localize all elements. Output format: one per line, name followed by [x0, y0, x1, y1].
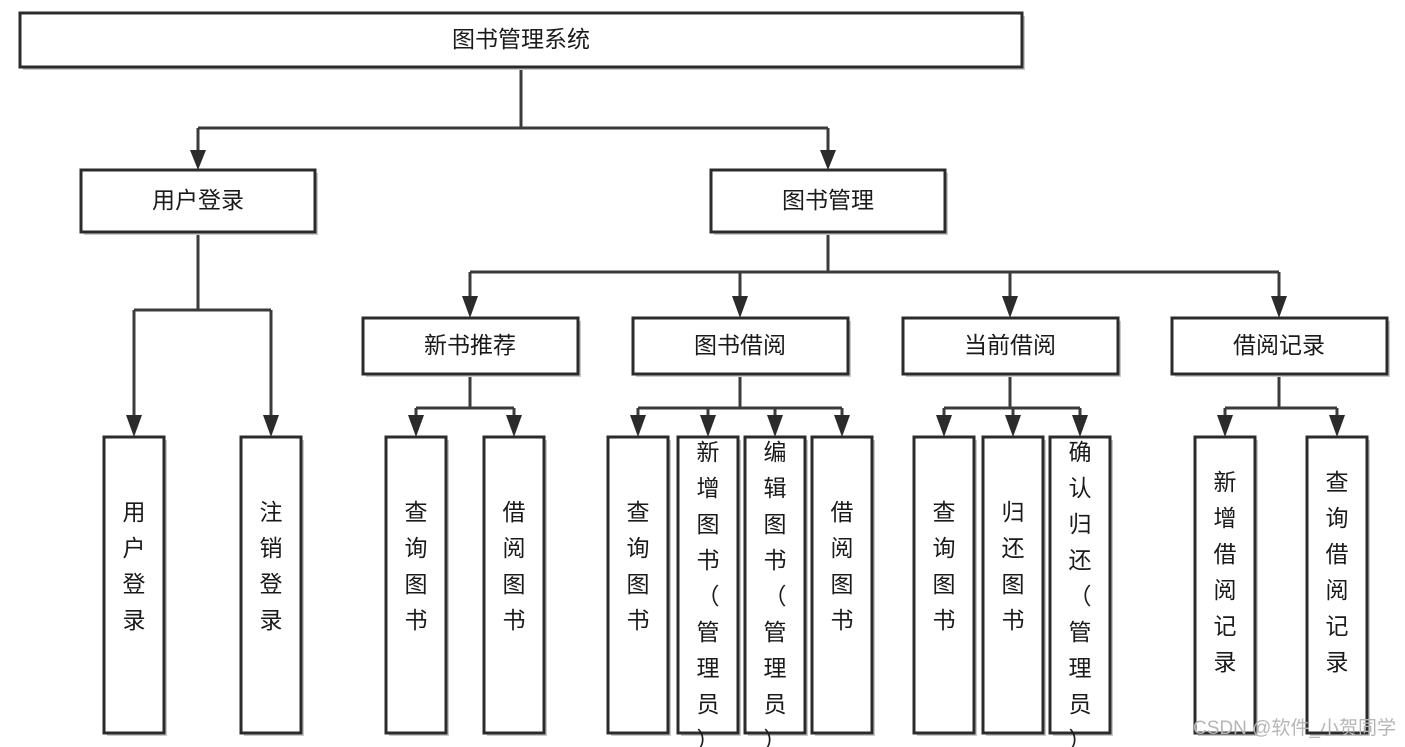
node-book-borrow-label: 图书借阅 — [694, 332, 786, 358]
node-leaf-confirm-return[interactable]: 确认归还（管理员） — [1048, 435, 1113, 747]
arrow-leaf-query-book-3 — [936, 415, 952, 437]
arrow-leaf-user-login — [126, 415, 142, 437]
node-borrow-record[interactable]: 借阅记录 — [1170, 316, 1390, 377]
node-current-borrow-label: 当前借阅 — [964, 332, 1056, 358]
arrow-to-borrow-record — [1271, 296, 1287, 318]
arrow-leaf-query-book-1 — [408, 415, 424, 437]
node-leaf-return-book-label: 归还图书 — [1002, 499, 1025, 633]
node-book-manage-label: 图书管理 — [782, 187, 874, 213]
node-leaf-user-login[interactable]: 用户登录 — [102, 435, 167, 736]
node-leaf-confirm-return-label: 确认归还（管理员） — [1069, 439, 1092, 747]
arrow-to-new-book — [462, 296, 478, 318]
arrow-leaf-borrow-book-2 — [834, 415, 850, 437]
node-leaf-add-borrow-record-label: 新增借阅记录 — [1214, 469, 1237, 675]
connector-layer — [126, 67, 1345, 437]
arrow-leaf-edit-book — [767, 415, 783, 437]
node-current-borrow[interactable]: 当前借阅 — [901, 316, 1121, 377]
node-leaf-add-borrow-record[interactable]: 新增借阅记录 — [1193, 435, 1258, 736]
arrow-leaf-add-borrow-record — [1217, 415, 1233, 437]
node-book-borrow[interactable]: 图书借阅 — [631, 316, 851, 377]
arrow-leaf-query-borrow-record — [1329, 415, 1345, 437]
arrow-to-user-login — [190, 150, 206, 170]
node-leaf-borrow-book-2-label: 借阅图书 — [831, 499, 854, 633]
node-leaf-add-book-label: 新增图书（管理员） — [697, 439, 720, 747]
node-leaf-borrow-book-2[interactable]: 借阅图书 — [810, 435, 875, 736]
node-leaf-return-book[interactable]: 归还图书 — [981, 435, 1046, 736]
arrow-leaf-confirm-return — [1072, 415, 1088, 437]
node-user-login[interactable]: 用户登录 — [79, 168, 318, 235]
node-leaf-edit-book-label: 编辑图书（管理员） — [764, 439, 787, 747]
node-borrow-record-label: 借阅记录 — [1233, 332, 1325, 358]
node-leaf-query-borrow-record[interactable]: 查询借阅记录 — [1305, 435, 1370, 736]
node-leaf-query-book-1[interactable]: 查询图书 — [384, 435, 449, 736]
node-leaf-query-book-2-label: 查询图书 — [627, 499, 650, 633]
node-leaf-user-logout[interactable]: 注销登录 — [239, 435, 304, 736]
node-root-label: 图书管理系统 — [452, 26, 590, 52]
arrow-leaf-add-book — [700, 415, 716, 437]
node-leaf-query-book-3[interactable]: 查询图书 — [912, 435, 977, 736]
node-book-manage[interactable]: 图书管理 — [709, 168, 948, 235]
node-leaf-user-login-label: 用户登录 — [123, 499, 146, 633]
arrow-leaf-user-logout — [263, 415, 279, 437]
node-new-book-recommend[interactable]: 新书推荐 — [361, 316, 581, 377]
arrow-to-book-borrow — [732, 296, 748, 318]
node-new-book-recommend-label: 新书推荐 — [424, 332, 516, 358]
node-leaf-borrow-book-1-label: 借阅图书 — [503, 499, 526, 633]
node-root[interactable]: 图书管理系统 — [18, 11, 1025, 70]
node-leaf-query-book-1-label: 查询图书 — [405, 499, 428, 633]
node-leaf-add-book[interactable]: 新增图书（管理员） — [676, 435, 741, 747]
node-leaf-query-borrow-record-label: 查询借阅记录 — [1326, 469, 1349, 675]
node-leaf-user-logout-label: 注销登录 — [260, 499, 283, 633]
arrow-to-current-borrow — [1002, 296, 1018, 318]
node-user-login-label: 用户登录 — [152, 187, 244, 213]
arrow-leaf-return-book — [1005, 415, 1021, 437]
csdn-watermark: CSDN @软件_小贺同学 — [1193, 717, 1396, 739]
node-leaf-query-book-3-label: 查询图书 — [933, 499, 956, 633]
arrow-to-book-manage — [820, 150, 836, 170]
node-leaf-borrow-book-1[interactable]: 借阅图书 — [482, 435, 547, 736]
node-leaf-query-book-2[interactable]: 查询图书 — [606, 435, 671, 736]
node-leaf-edit-book[interactable]: 编辑图书（管理员） — [743, 435, 808, 747]
arrow-leaf-query-book-2 — [630, 415, 646, 437]
arrow-leaf-borrow-book-1 — [506, 415, 522, 437]
